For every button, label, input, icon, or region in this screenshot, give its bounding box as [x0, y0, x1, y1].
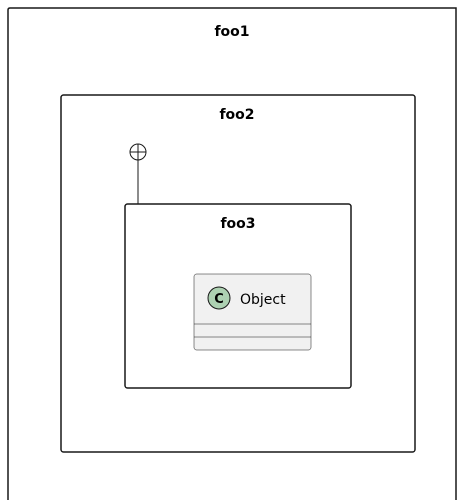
nesting-relation — [129, 143, 147, 204]
circle-plus-icon — [129, 143, 147, 161]
class-stereotype-letter: C — [214, 292, 224, 307]
class-stereotype-circle — [207, 286, 231, 310]
package-foo1-title: foo1 — [214, 24, 249, 40]
class-object[interactable]: C Object — [193, 273, 312, 351]
package-foo2-title: foo2 — [219, 107, 254, 123]
class-object-box — [193, 273, 312, 351]
class-name: Object — [240, 292, 286, 308]
class-stereotype-icon: C — [207, 286, 231, 310]
package-foo3-title: foo3 — [220, 216, 255, 232]
